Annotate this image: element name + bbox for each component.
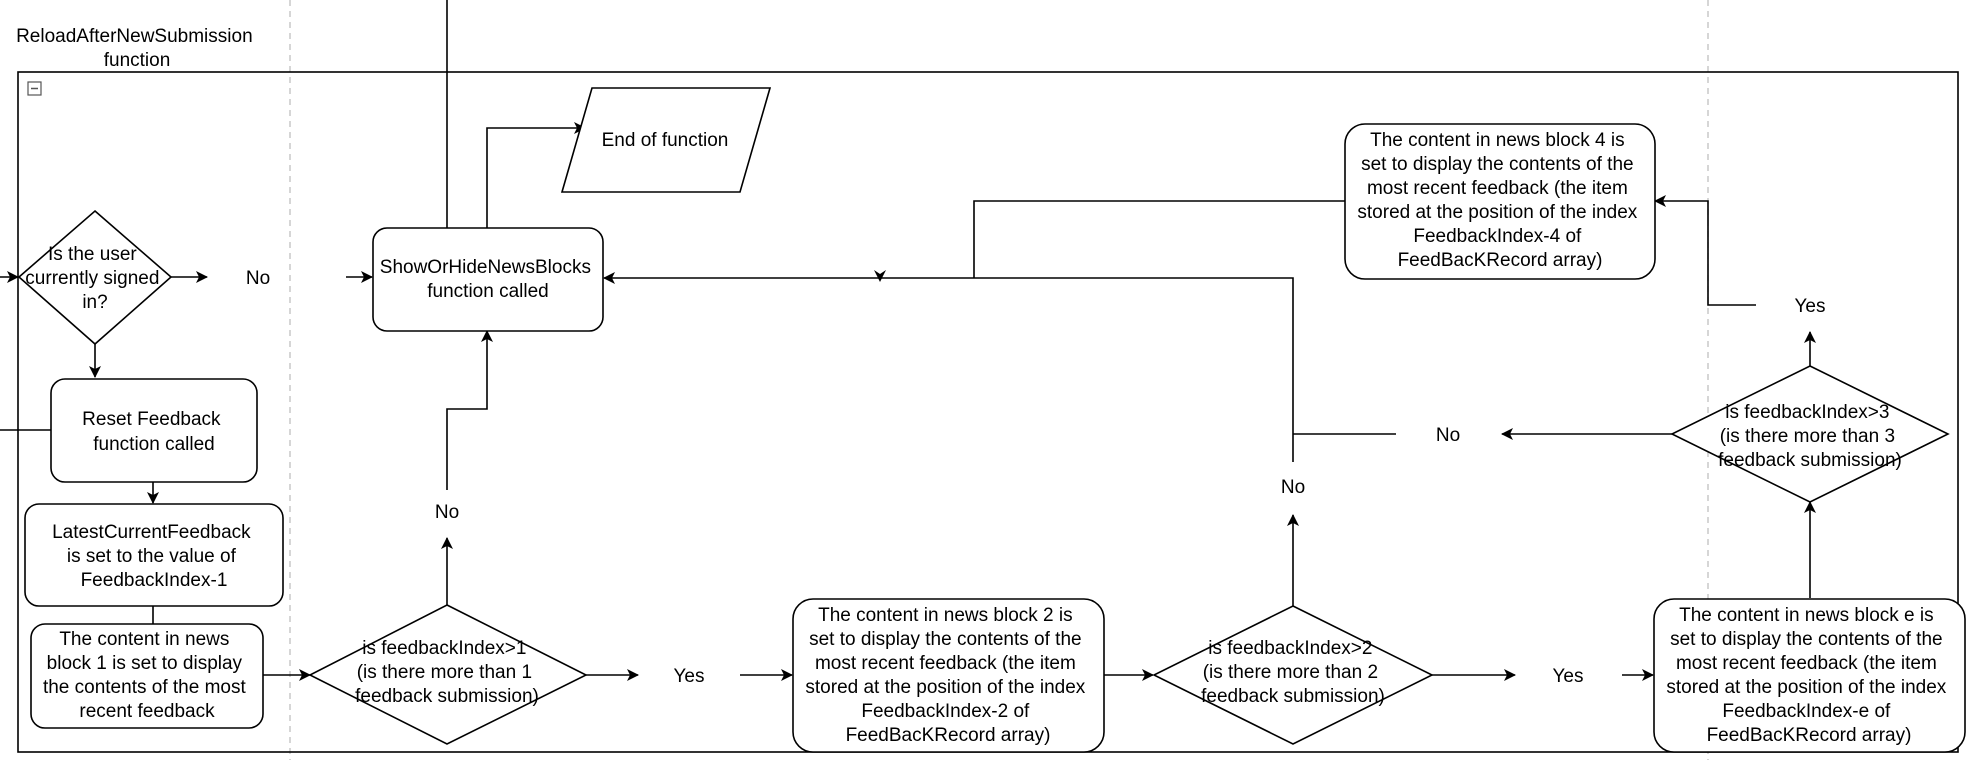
node-text: Is the user <box>48 244 137 265</box>
node-text: the contents of the most <box>43 677 247 698</box>
node-text: stored at the position of the index <box>1666 677 1946 698</box>
node-text: Reset Feedback <box>82 409 221 430</box>
node-text: most recent feedback (the item <box>815 653 1076 674</box>
connector <box>446 330 493 490</box>
node-text: block 1 is set to display <box>47 653 243 674</box>
minus-box-icon[interactable] <box>27 81 42 96</box>
node-text: feedback submission) <box>1718 450 1902 471</box>
node-text: set to display the contents of the <box>1361 154 1634 175</box>
title-line: ReloadAfterNewSubmission <box>16 26 253 47</box>
svg-text:Reset Feedback function: Reset Feedback function called <box>82 409 226 455</box>
node-text: FeedbackIndex-1 <box>81 570 228 591</box>
label-no-decision-3: No <box>1436 425 1460 446</box>
label-no-decision-2: No <box>1281 477 1305 498</box>
decision-feedback-index-gt-3[interactable]: is feedbackIndex>3 (is there more than 3… <box>1670 365 1950 503</box>
node-text: LatestCurrentFeedback <box>52 522 251 543</box>
process-news-block-4[interactable]: The content in news block 4 is set to di… <box>1344 123 1656 280</box>
node-text: is feedbackIndex>2 <box>1208 638 1372 659</box>
node-text: (is there more than 2 <box>1203 662 1378 683</box>
node-text: feedback submission) <box>1201 686 1385 707</box>
node-text: FeedBacKRecord array) <box>846 725 1051 746</box>
label-yes-decision-1: Yes <box>674 666 705 687</box>
process-news-block-1[interactable]: The content in news block 1 is set to di… <box>30 623 264 729</box>
label-no-signed-in: No <box>246 268 270 289</box>
node-text: The content in news block e is <box>1679 605 1934 626</box>
connector <box>973 200 1345 278</box>
node-text: (is there more than 1 <box>357 662 532 683</box>
connector <box>1654 195 1756 306</box>
node-text: FeedBacKRecord array) <box>1707 725 1912 746</box>
svg-text:The content in news block 4 is: The content in news block 4 is set to di… <box>1357 130 1642 271</box>
node-text: FeedbackIndex-e of <box>1722 701 1891 722</box>
connector <box>486 122 586 228</box>
node-text: in? <box>82 292 107 313</box>
decision-feedback-index-gt-1[interactable]: is feedbackIndex>1 (is there more than 1… <box>308 604 588 745</box>
node-text: most recent feedback (the item <box>1676 653 1937 674</box>
node-text: End of function <box>602 130 729 151</box>
node-text: FeedbackIndex-2 of <box>861 701 1030 722</box>
svg-text:is feedbackIndex>1 (is t: is feedbackIndex>1 (is there more than 1… <box>355 638 539 707</box>
node-text: is set to the value of <box>67 546 237 567</box>
node-text: function called <box>93 434 214 455</box>
node-text: stored at the position of the index <box>805 677 1085 698</box>
decision-is-user-signed-in[interactable]: Is the user currently signed in? <box>17 209 173 346</box>
svg-text:is feedbackIndex>2 (is t: is feedbackIndex>2 (is there more than 2… <box>1201 638 1385 707</box>
label-no-decision-1: No <box>435 502 459 523</box>
node-text: is feedbackIndex>1 <box>362 638 526 659</box>
node-text: stored at the position of the index <box>1357 202 1637 223</box>
node-text: feedback submission) <box>355 686 539 707</box>
node-text: most recent feedback (the item <box>1367 178 1628 199</box>
node-text: recent feedback <box>79 701 215 722</box>
node-text: The content in news block 2 is <box>818 605 1073 626</box>
node-text: currently signed <box>25 268 159 289</box>
function-title: ReloadAfterNewSubmission function <box>16 26 258 71</box>
process-latest-current-feedback[interactable]: LatestCurrentFeedback is set to the valu… <box>24 503 284 607</box>
svg-text:The content in news block 2 is: The content in news block 2 is set to di… <box>805 605 1090 746</box>
node-text: (is there more than 3 <box>1720 426 1895 447</box>
node-text: set to display the contents of the <box>1670 629 1943 650</box>
node-text: set to display the contents of the <box>809 629 1082 650</box>
svg-text:Is the user currently si: Is the user currently signed in? <box>25 244 164 313</box>
node-text: function called <box>427 281 548 302</box>
node-text: is feedbackIndex>3 <box>1725 402 1889 423</box>
node-text: The content in news <box>59 629 229 650</box>
label-yes-decision-2: Yes <box>1553 666 1584 687</box>
svg-text:The content in news block e is: The content in news block e is set to di… <box>1666 605 1951 746</box>
connector <box>603 272 1294 462</box>
svg-text:ShowOrHideNewsBlocks fun: ShowOrHideNewsBlocks function called <box>380 257 596 302</box>
process-news-block-2[interactable]: The content in news block 2 is set to di… <box>792 598 1105 753</box>
label-yes-decision-3: Yes <box>1795 296 1826 317</box>
process-reset-feedback[interactable]: Reset Feedback function called <box>50 378 258 483</box>
decision-feedback-index-gt-2[interactable]: is feedbackIndex>2 (is there more than 2… <box>1152 605 1434 745</box>
svg-text:LatestCurrentFeedback is: LatestCurrentFeedback is set to the valu… <box>52 522 256 591</box>
svg-text:is feedbackIndex>3 (is t: is feedbackIndex>3 (is there more than 3… <box>1718 402 1902 471</box>
terminator-end-of-function[interactable]: End of function <box>560 87 772 193</box>
process-show-or-hide-news-blocks[interactable]: ShowOrHideNewsBlocks function called <box>372 227 604 332</box>
node-text: ShowOrHideNewsBlocks <box>380 257 591 278</box>
title-line: function <box>104 50 171 71</box>
svg-text:The content in news bloc: The content in news block 1 is set to di… <box>43 629 251 722</box>
junction-arrow-icon <box>874 270 886 282</box>
node-text: The content in news block 4 is <box>1370 130 1625 151</box>
node-text: FeedbackIndex-4 of <box>1413 226 1582 247</box>
process-news-block-e[interactable]: The content in news block e is set to di… <box>1653 598 1966 753</box>
node-text: FeedBacKRecord array) <box>1398 250 1603 271</box>
